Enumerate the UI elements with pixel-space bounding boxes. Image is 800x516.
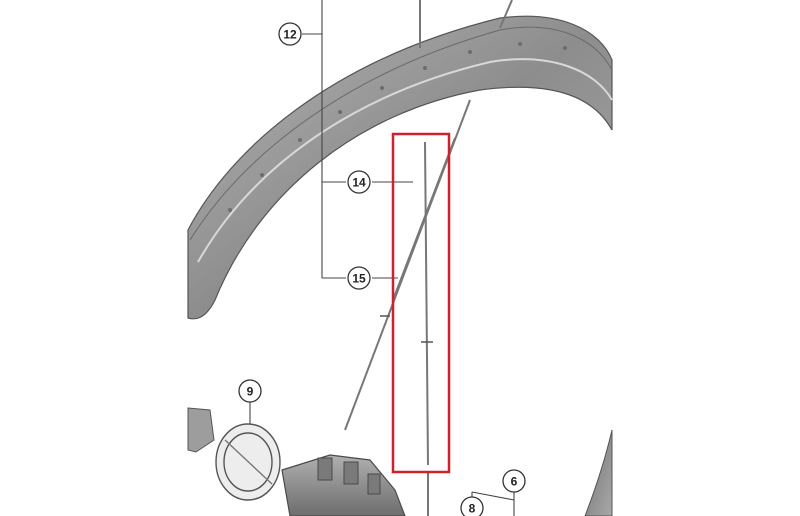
rim-outer-edge — [189, 26, 613, 241]
callout-8-label: 8 — [469, 502, 476, 516]
callout-9: 9 — [238, 379, 262, 403]
callout-14: 14 — [347, 170, 371, 194]
spoke-vertical-highlighted — [424, 141, 429, 466]
callout-12: 12 — [278, 22, 302, 46]
rim-body — [187, 15, 613, 320]
rim-lower-right — [584, 429, 613, 516]
hub-body — [281, 454, 406, 516]
rim-spoke-holes — [228, 42, 567, 212]
callout-15-label: 15 — [352, 272, 366, 286]
spoke-nipples — [380, 315, 433, 343]
callout-8: 8 — [460, 496, 484, 516]
callout-14-label: 14 — [352, 176, 366, 190]
hub-cap-left — [187, 407, 215, 453]
rim — [187, 15, 613, 320]
lock-ring — [215, 423, 281, 501]
rim-inner-edge — [197, 58, 613, 263]
spoke-diagonal-highlighted — [392, 137, 456, 301]
callout-15: 15 — [347, 266, 371, 290]
callout-6-label: 6 — [511, 475, 518, 489]
leader-12 — [302, 0, 323, 35]
highlight-box — [391, 132, 451, 474]
callout-12-label: 12 — [283, 28, 297, 42]
callout-9-label: 9 — [247, 385, 254, 399]
spoke-top-right — [499, 0, 513, 29]
leader-8 — [471, 491, 515, 501]
spokes — [344, 0, 513, 516]
callout-6: 6 — [502, 469, 526, 493]
